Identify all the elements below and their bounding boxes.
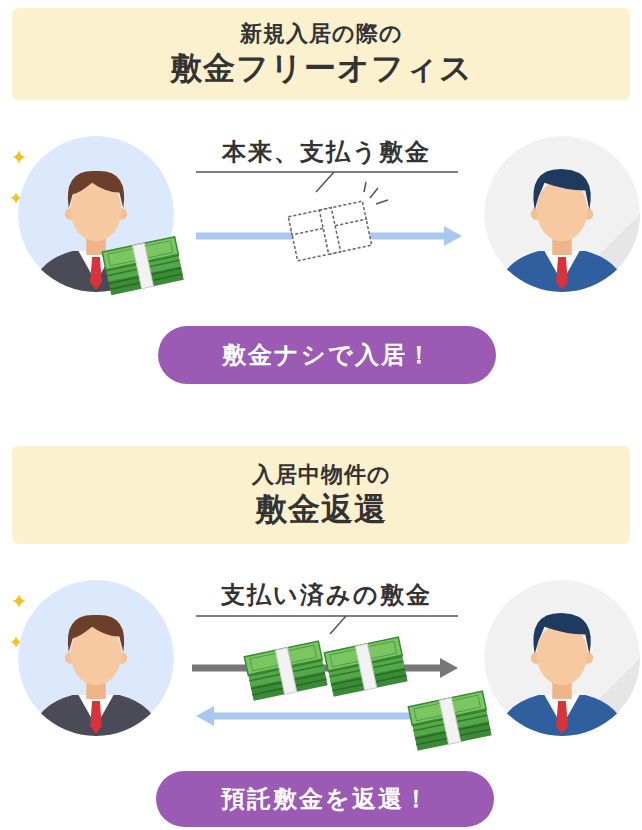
arrow-caption: 本来、支払う敷金 [218,136,435,168]
pill-text: 預託敷金を返還！ [221,785,430,814]
leader-bracket [196,616,458,634]
heading-sub: 入居中物件の [252,461,391,490]
arrow-head [440,658,458,678]
money-outline [288,201,371,261]
heading-band: 入居中物件の敷金返還 [12,446,630,544]
sparkle [12,150,26,164]
result-pill: 預託敷金を返還！ [156,771,494,827]
heading-sub: 新規入居の際の [240,20,403,49]
arrow-head [196,706,214,726]
person-icon [18,580,174,736]
money-stack [324,637,407,697]
result-pill: 敷金ナシで入居！ [158,326,496,384]
heading-main: 敷金フリーオフィス [170,48,473,88]
sparkle-strokes [364,182,388,204]
person-icon [484,580,640,736]
arrow-head [444,226,462,246]
money-stack [244,641,327,701]
person-icon [484,136,640,292]
money-stack [408,691,491,751]
leader-bracket [196,172,458,192]
pill-text: 敷金ナシで入居！ [222,341,433,370]
heading-main: 敷金返還 [255,489,387,529]
arrow-caption: 支払い済みの敷金 [217,579,436,611]
heading-band: 新規入居の際の敷金フリーオフィス [12,8,630,100]
sparkle [12,594,26,608]
money-stack [102,237,184,295]
